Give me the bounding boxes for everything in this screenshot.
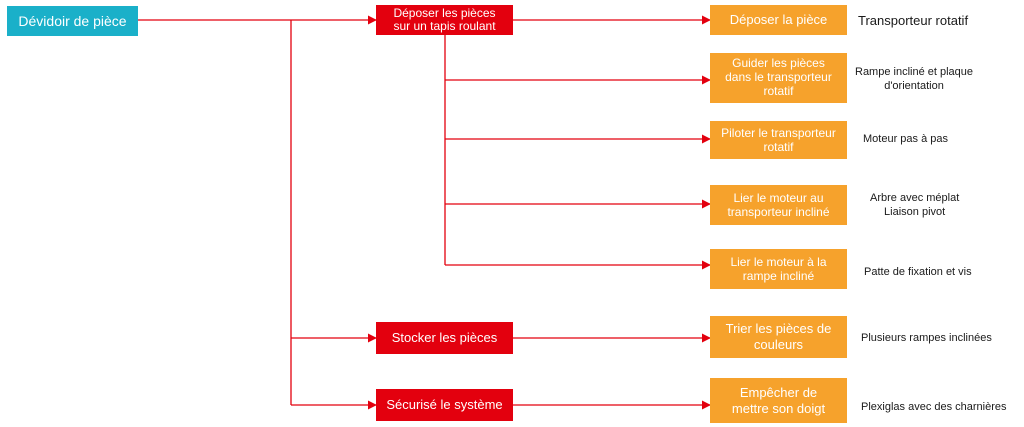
solution-plexiglas: Plexiglas avec des charnières <box>861 401 1007 413</box>
solution-rampes-inclinees: Plusieurs rampes inclinées <box>861 332 992 344</box>
solution-patte-fixation: Patte de fixation et vis <box>864 266 972 278</box>
solution-moteur-pas-a-pas: Moteur pas à pas <box>863 133 948 145</box>
sub-function-deposer-piece: Déposer la pièce <box>710 5 847 35</box>
root-node: Dévidoir de pièce <box>7 6 138 36</box>
function-stocker-pieces: Stocker les pièces <box>376 322 513 354</box>
solution-transporteur-rotatif: Transporteur rotatif <box>858 13 969 28</box>
function-securiser-systeme: Sécurisé le système <box>376 389 513 421</box>
